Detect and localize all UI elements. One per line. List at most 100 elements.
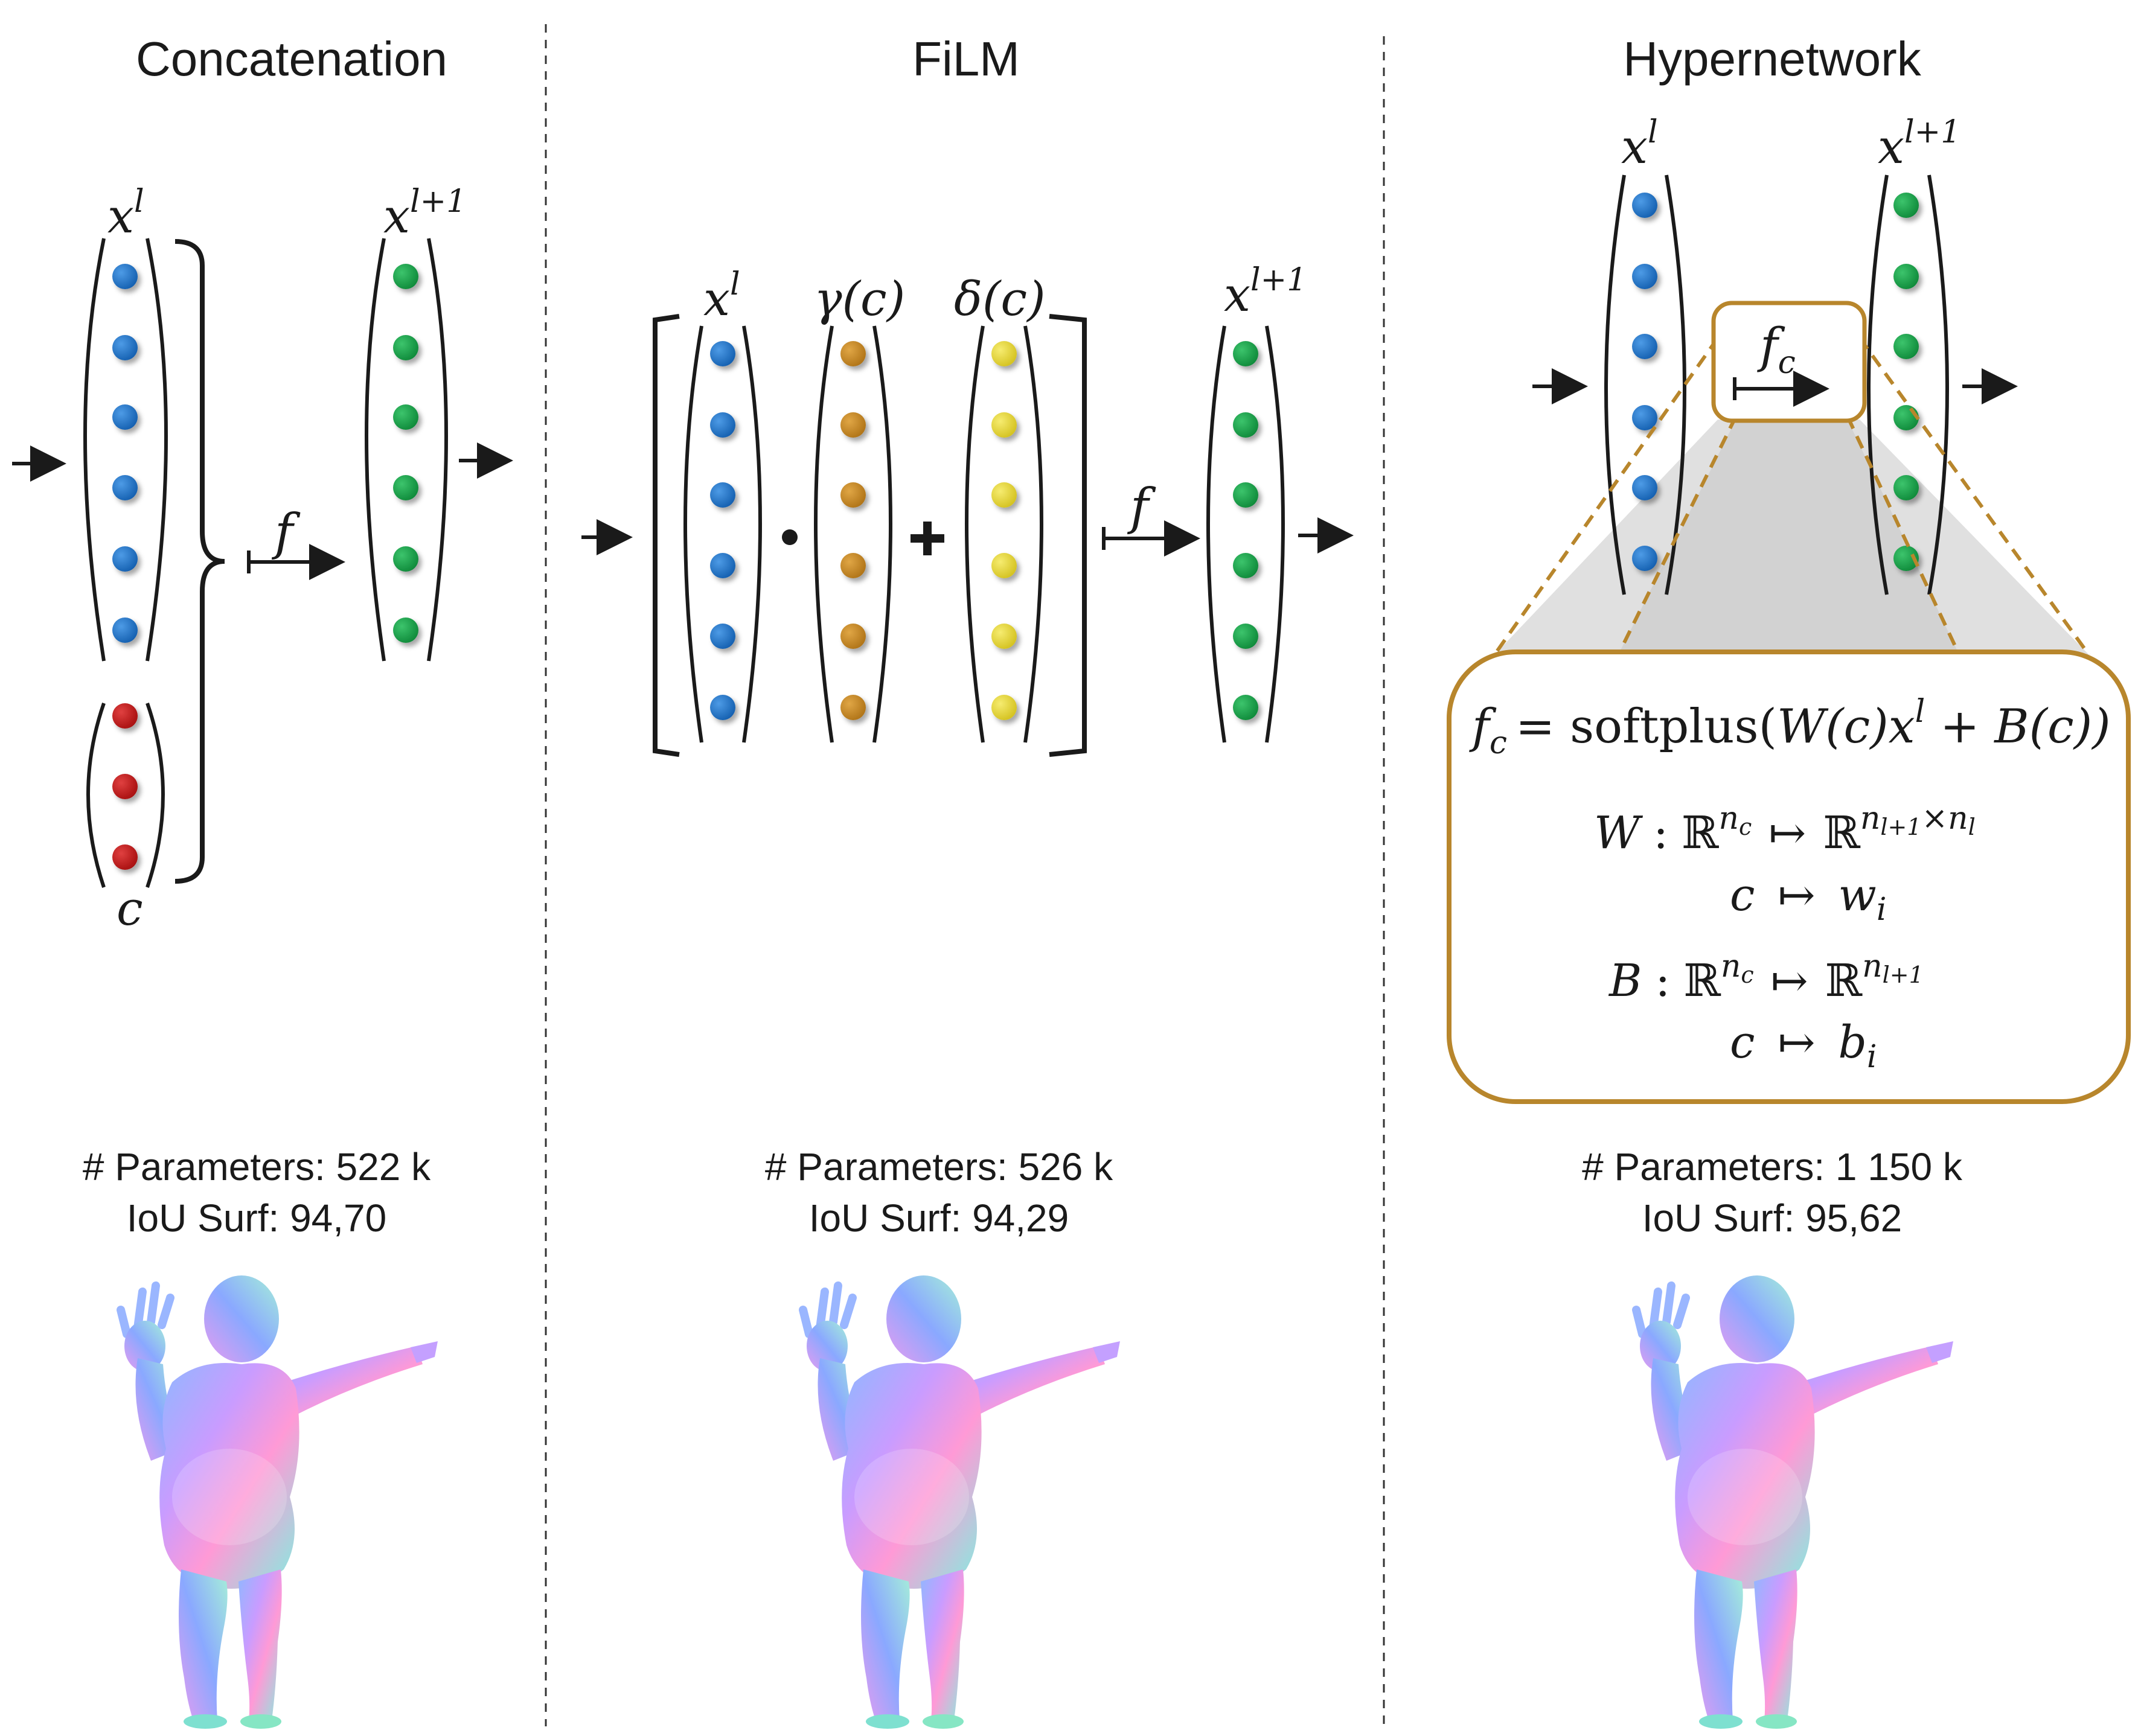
concat-c-left-paren xyxy=(86,703,106,888)
node xyxy=(1233,341,1258,366)
node xyxy=(112,335,138,360)
concat-xl-left-paren xyxy=(83,238,106,662)
body-mesh xyxy=(117,1275,438,1729)
film-delta-nodes xyxy=(991,341,1017,720)
film-f-label: f xyxy=(1127,479,1156,536)
film-gamma-left-paren xyxy=(814,325,834,743)
node xyxy=(991,341,1017,366)
node xyxy=(112,844,138,870)
film-delta-right-paren xyxy=(1023,325,1043,743)
film-xl-right-paren xyxy=(742,325,762,743)
concat-title: Concatenation xyxy=(136,32,447,86)
node xyxy=(710,412,735,438)
node xyxy=(991,624,1017,649)
node xyxy=(710,553,735,578)
node xyxy=(840,553,866,578)
node xyxy=(1632,405,1657,430)
node xyxy=(1632,334,1657,359)
film-title: FiLM xyxy=(912,32,1020,86)
film-xl1-nodes xyxy=(1233,341,1258,720)
film-xl-label: xl xyxy=(703,266,740,327)
node xyxy=(1632,193,1657,218)
node xyxy=(112,404,138,430)
node xyxy=(710,341,735,366)
film-gamma-label: γ(c) xyxy=(814,272,905,327)
concat-c-right-paren xyxy=(146,703,165,888)
node xyxy=(991,553,1017,578)
node xyxy=(1233,624,1258,649)
node xyxy=(1632,475,1657,500)
hyper-w-element-mapping: c↦wi xyxy=(1730,869,1886,928)
concat-xl-nodes xyxy=(112,264,138,643)
film-delta-left-paren xyxy=(965,325,985,743)
node xyxy=(1233,412,1258,438)
hyper-xl1-right-paren xyxy=(1927,174,1949,595)
node xyxy=(1893,193,1919,218)
hyper-equation-box xyxy=(1447,649,2131,1104)
node xyxy=(1632,546,1657,571)
concat-f-label: f xyxy=(271,504,301,561)
concat-xl-label: xl xyxy=(107,183,144,244)
concat-xl1-nodes xyxy=(393,264,418,643)
node xyxy=(1632,264,1657,289)
hyper-zoom-shade-inner xyxy=(1618,420,1959,655)
hyper-B-mapping: B:ℝnc↦ℝnl+1 xyxy=(1608,948,1924,1007)
hyper-panel: Hypernetwork xl xl+1 xyxy=(1447,32,2131,1240)
film-multiply-dot xyxy=(782,529,798,545)
node xyxy=(1893,334,1919,359)
film-xl1-right-paren xyxy=(1265,325,1285,743)
node xyxy=(840,412,866,438)
concat-panel: Concatenation xl c f xyxy=(12,32,513,1240)
node xyxy=(1233,482,1258,508)
node xyxy=(840,695,866,720)
node xyxy=(1893,264,1919,289)
concat-c-label: c xyxy=(117,882,143,936)
hyper-xl-left-paren xyxy=(1604,174,1626,595)
film-gamma-right-paren xyxy=(872,325,892,743)
film-plus-sign xyxy=(911,522,944,555)
hyper-title: Hypernetwork xyxy=(1623,32,1922,86)
body-render-film xyxy=(803,1275,1120,1729)
node xyxy=(1233,695,1258,720)
hyper-main-equation: fc= softplus(W(c)xl + B(c)) xyxy=(1469,694,2111,761)
node xyxy=(840,341,866,366)
node xyxy=(710,624,735,649)
concat-iou: IoU Surf: 94,70 xyxy=(127,1196,386,1240)
node xyxy=(112,475,138,500)
concat-xl1-right-paren xyxy=(427,238,448,662)
concat-xl1-left-paren xyxy=(365,238,386,662)
hyper-params: # Parameters: 1 150 k xyxy=(1582,1145,1963,1189)
node xyxy=(1893,546,1919,571)
hyper-xl1-label: xl+1 xyxy=(1878,114,1960,174)
hyper-xl-nodes xyxy=(1632,193,1657,571)
body-render-hyper xyxy=(1636,1275,1953,1729)
hyper-iou: IoU Surf: 95,62 xyxy=(1642,1196,1902,1240)
film-panel: FiLM xl γ(c) δ(c) xyxy=(581,32,1354,1240)
node xyxy=(112,264,138,289)
hyper-W-mapping: W:ℝnc↦ℝnl+1×nl xyxy=(1594,800,1976,859)
node xyxy=(991,482,1017,508)
node xyxy=(1893,475,1919,500)
hyper-zoom-lines xyxy=(1493,337,2091,656)
film-xl1-left-paren xyxy=(1206,325,1226,743)
concat-xl1-label: xl+1 xyxy=(383,183,466,244)
node xyxy=(393,264,418,289)
node xyxy=(393,546,418,572)
node xyxy=(1893,405,1919,430)
node xyxy=(112,546,138,572)
node xyxy=(1233,553,1258,578)
concat-xl-right-paren xyxy=(146,238,168,662)
concat-params: # Parameters: 522 k xyxy=(83,1145,431,1189)
body-render-concat xyxy=(117,1275,438,1729)
film-xl1-label: xl+1 xyxy=(1224,262,1307,322)
node xyxy=(991,695,1017,720)
hyper-xl1-left-paren xyxy=(1867,174,1889,595)
film-right-bracket xyxy=(1049,314,1087,757)
node xyxy=(393,475,418,500)
node xyxy=(840,624,866,649)
hyper-xl-label: xl xyxy=(1621,114,1658,174)
node xyxy=(840,482,866,508)
film-params: # Parameters: 526 k xyxy=(765,1145,1113,1189)
node xyxy=(991,412,1017,438)
